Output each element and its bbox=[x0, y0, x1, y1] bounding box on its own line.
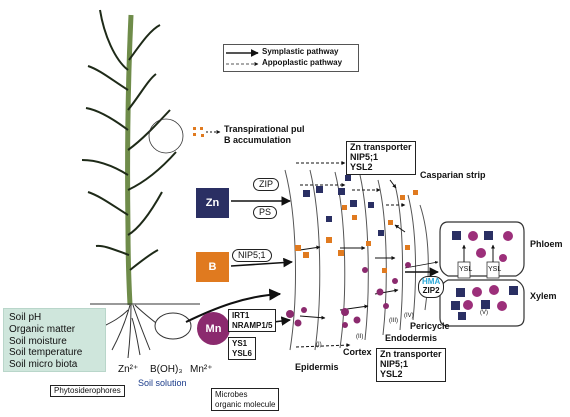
phloem-label: Phloem bbox=[530, 239, 563, 249]
epidermis-label: Epidermis bbox=[295, 362, 339, 372]
mn-particles bbox=[286, 262, 411, 328]
irt1-box: IRT1 NRAMP1/5 bbox=[228, 309, 277, 333]
root-system bbox=[103, 304, 166, 359]
hma-zip2-pill: HMA ZIP2 bbox=[418, 276, 445, 298]
ysl-arrows bbox=[462, 244, 495, 262]
bottom-box-line2: NIP5;1 bbox=[380, 358, 409, 369]
soil-factor-item: Organic matter bbox=[9, 323, 76, 335]
ys1-label: YS1 bbox=[232, 339, 248, 348]
legend-box bbox=[223, 44, 359, 72]
soil-factor-item: Soil micro biota bbox=[9, 359, 78, 371]
soil-factor-item: Soil pH bbox=[9, 312, 42, 323]
ysl-boxes bbox=[457, 261, 500, 279]
ps-transporter: PS bbox=[253, 206, 278, 220]
leaf-zoom-circle bbox=[148, 118, 184, 154]
roman-ii: (II) bbox=[356, 334, 364, 340]
roman-iv: (IV) bbox=[404, 313, 414, 319]
leaf-b-dots bbox=[193, 127, 204, 137]
microbes-box: Microbes organic molecule bbox=[211, 388, 280, 412]
nip51-transporter: NIP5;1 bbox=[232, 249, 272, 263]
vascular-particles bbox=[451, 231, 518, 320]
legend-lines bbox=[226, 49, 259, 66]
zip2-label: ZIP2 bbox=[422, 285, 440, 295]
transpiration-label: Transpirational pul bbox=[224, 124, 305, 134]
irt1-label: IRT1 bbox=[232, 311, 250, 320]
casparian-strip-label: Casparian strip bbox=[420, 170, 486, 180]
mn-badge: Mn bbox=[197, 312, 230, 345]
soil-factor-item: Soil temperature bbox=[9, 347, 83, 359]
cortex-label: Cortex bbox=[343, 347, 372, 357]
ysl6-label: YSL6 bbox=[232, 348, 253, 358]
microbes-line1: Microbes bbox=[215, 390, 248, 399]
bottom-box-title: Zn transporter bbox=[380, 349, 442, 359]
maize-plant bbox=[81, 9, 177, 306]
top-transporter-box: Zn transporter NIP5;1 YSL2 bbox=[346, 141, 416, 175]
ysl-label-right: YSL bbox=[488, 266, 502, 273]
b-badge: B bbox=[196, 252, 229, 282]
hma-label: HMA bbox=[422, 277, 441, 286]
zip-transporter: ZIP bbox=[253, 178, 280, 192]
b-particles bbox=[295, 190, 418, 273]
legend-symplastic: Symplastic pathway bbox=[262, 47, 339, 56]
microbes-line2: organic molecule bbox=[215, 399, 276, 409]
soil-factors-box: Soil pH Organic matter Soil moisture Soi… bbox=[3, 308, 106, 372]
zn-badge: Zn bbox=[196, 188, 229, 218]
top-box-line2: NIP5;1 bbox=[350, 151, 379, 162]
root-zoom-circle bbox=[154, 312, 192, 340]
pericycle-label: Pericycle bbox=[410, 321, 450, 331]
zn-particles bbox=[303, 175, 384, 236]
roman-iii: (III) bbox=[389, 318, 398, 324]
legend-apoplastic: Appoplastic pathway bbox=[262, 58, 343, 67]
ysl-label-left: YSL bbox=[459, 266, 473, 273]
b-accumulation-label: B accumulation bbox=[224, 135, 292, 145]
nramp-label: NRAMP1/5 bbox=[232, 320, 273, 330]
soil-solution-label: Soil solution bbox=[138, 378, 187, 388]
soil-factor-item: Soil moisture bbox=[9, 335, 67, 347]
roman-v: (V) bbox=[480, 310, 488, 316]
internal-arrows bbox=[295, 161, 406, 348]
mn2-ion: Mn²⁺ bbox=[190, 364, 213, 375]
top-box-title: Zn transporter bbox=[350, 142, 412, 152]
top-box-line3: YSL2 bbox=[350, 161, 373, 172]
phytosiderophores-label: Phytosiderophores bbox=[50, 385, 125, 398]
boh3-ion: B(OH)₃ bbox=[150, 364, 183, 375]
ys1-box: YS1 YSL6 bbox=[228, 337, 257, 361]
roman-i: (I) bbox=[316, 342, 322, 348]
zn2-ion: Zn²⁺ bbox=[118, 364, 139, 375]
root-layers bbox=[284, 169, 429, 351]
xylem-label: Xylem bbox=[530, 291, 557, 301]
bottom-box-line3: YSL2 bbox=[380, 368, 403, 379]
bottom-transporter-box: Zn transporter NIP5;1 YSL2 bbox=[376, 348, 446, 382]
endodermis-label: Endodermis bbox=[385, 333, 438, 343]
